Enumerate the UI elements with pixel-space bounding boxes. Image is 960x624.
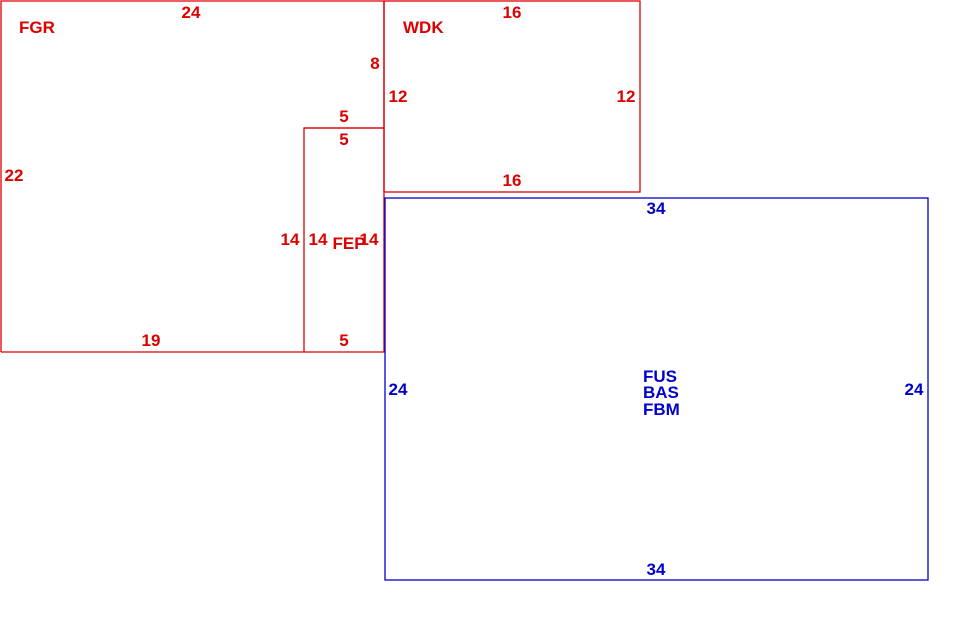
main-area-name-3: FBM <box>643 400 680 419</box>
fep-bottom-dimension: 5 <box>339 331 348 350</box>
fgr-left-dimension: 22 <box>5 166 24 185</box>
fep-left-outer-dimension: 14 <box>281 230 300 249</box>
fep-left-inner-dimension: 14 <box>309 230 328 249</box>
fep-top-inner-dimension: 5 <box>339 130 348 149</box>
main-level-outline <box>384 197 929 581</box>
wdk-left-dimension: 12 <box>389 87 408 106</box>
wdk-top-dimension: 16 <box>503 3 522 22</box>
main-left-dimension: 24 <box>389 380 408 399</box>
fgr-top-dimension: 24 <box>182 3 201 22</box>
wdk-area-name: WDK <box>403 18 444 37</box>
fgr-right-upper-dimension: 8 <box>370 54 379 73</box>
main-right-dimension: 24 <box>905 380 924 399</box>
wdk-bottom-dimension: 16 <box>503 171 522 190</box>
fgr-area-name: FGR <box>19 18 55 37</box>
wdk-right-dimension: 12 <box>617 87 636 106</box>
main-area-name-1: FUS <box>643 367 677 386</box>
main-area-name-2: BAS <box>643 383 679 402</box>
main-bottom-dimension: 34 <box>647 560 666 579</box>
fep-outline <box>304 127 385 353</box>
fep-area-name: FEP <box>332 234 365 253</box>
fgr-bottom-dimension: 19 <box>142 331 161 350</box>
wdk-outline <box>383 0 641 193</box>
fgr-outline <box>0 0 385 353</box>
fep-top-outer-dimension: 5 <box>339 107 348 126</box>
fep-right-dimension: 14 <box>360 230 379 249</box>
main-top-dimension: 34 <box>647 199 666 218</box>
